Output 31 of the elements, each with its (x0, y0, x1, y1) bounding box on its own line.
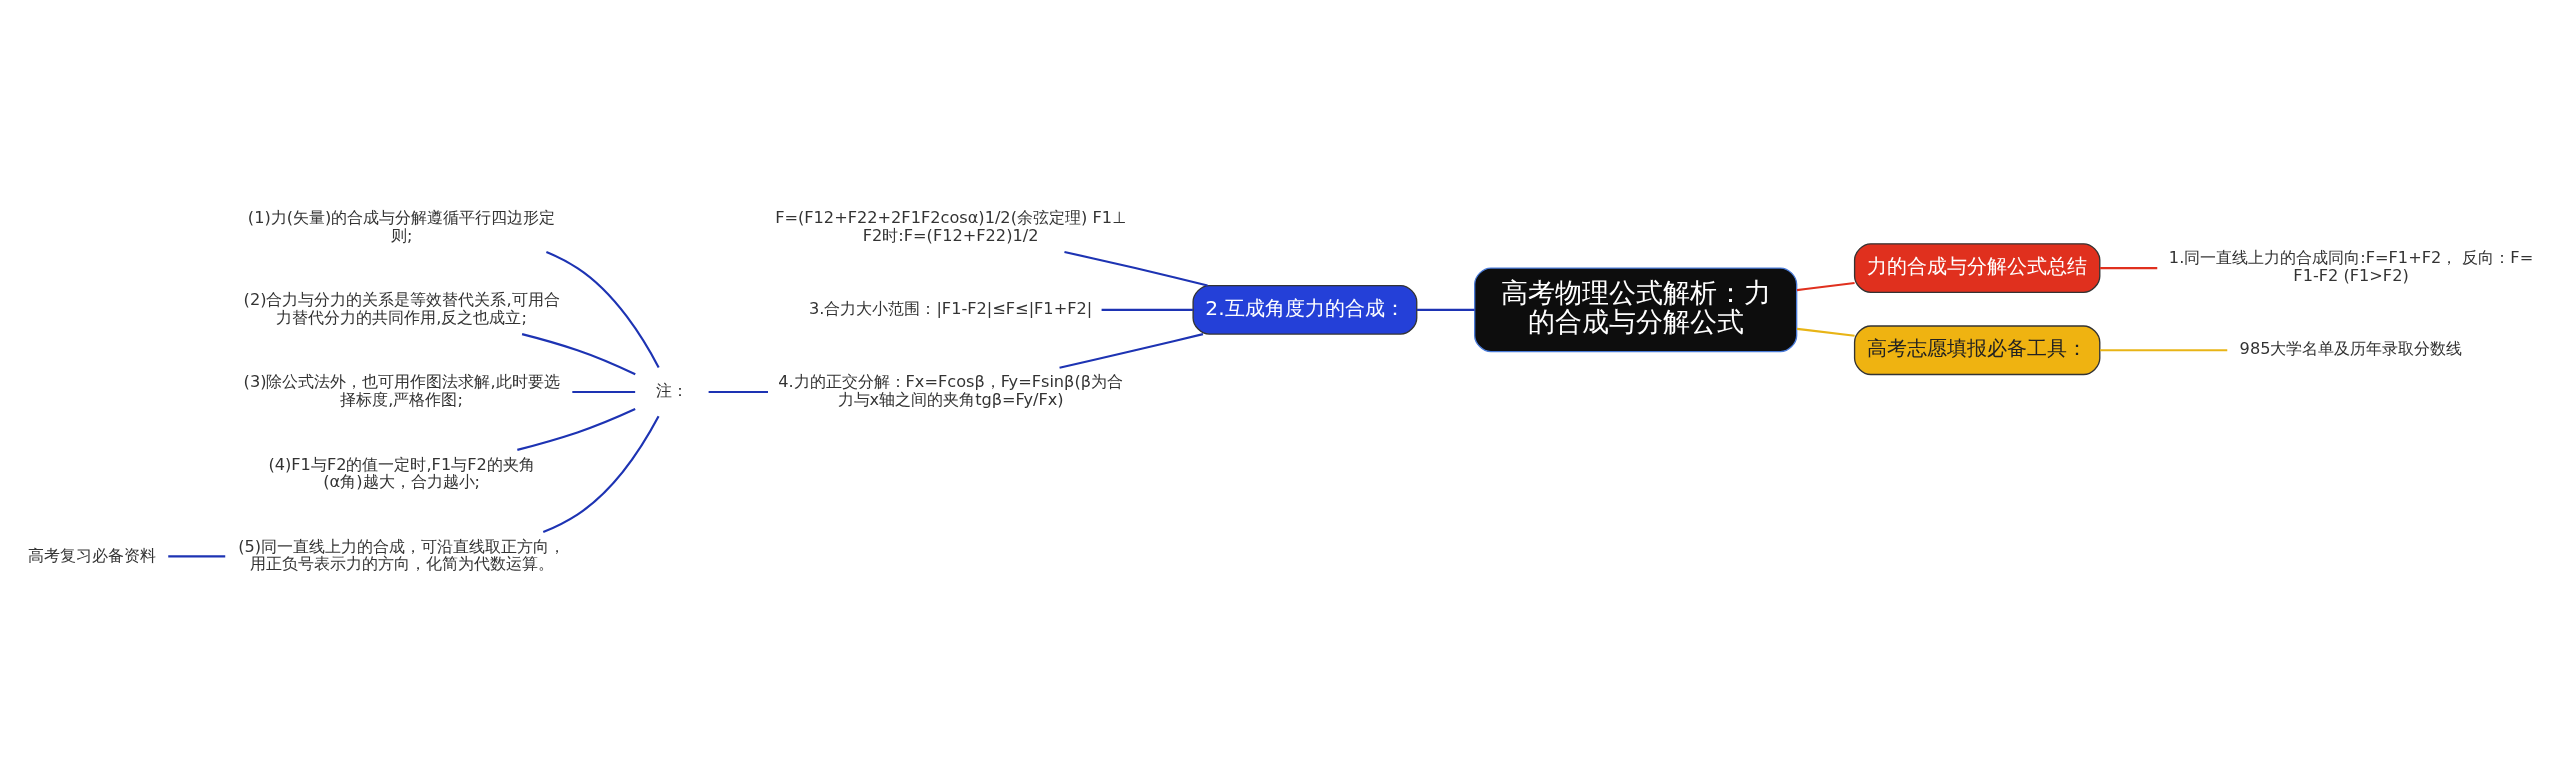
connector (2100, 348, 2228, 351)
node-text: 注： (655, 380, 688, 400)
node-text: 3.合力大小范围：|F1-F2|≤F≤|F1+F2| (808, 298, 1093, 318)
node-text: (2)合力与分力的关系是等效替代关系,可用合力替代分力的共同作用,反之也成立; (243, 289, 560, 327)
connector (1796, 327, 1855, 337)
connector (2100, 266, 2158, 269)
connector (708, 390, 768, 393)
node-text: F=(F12+F22+2F1F2cosα)1/2(余弦定理) F1⊥F2时:F=(F12+F22)1/2 (775, 207, 1127, 245)
node-text: 4.力的正交分解：Fx=Fcosβ，Fy=Fsinβ(β为合力与x轴之间的夹角tgβ=Fy/Fx) (778, 371, 1124, 409)
node-text: (3)除公式法外，也可用作图法求解,此时要选择标度,严格作图; (243, 371, 560, 409)
connector (1796, 281, 1855, 291)
node-text: (1)力(矢量)的合成与分解遵循平行四边形定则; (247, 207, 556, 245)
connector (517, 407, 636, 451)
node-text: (4)F1与F2的值一定时,F1与F2的夹角(α角)越大，合力越小; (268, 454, 535, 491)
connector (521, 332, 636, 375)
node-box: 2.互成角度力的合成： (1192, 284, 1418, 335)
connector (168, 554, 226, 557)
connector (1416, 308, 1475, 311)
node-text: 高考复习必备资料 (27, 545, 156, 565)
node-box: 力的合成与分解公式总结 (1853, 242, 2101, 293)
connector (572, 390, 636, 393)
connector (1101, 308, 1193, 311)
connector (542, 415, 660, 533)
node-box: 高考物理公式解析：力的合成与分解公式 (1474, 266, 1798, 352)
connector (1064, 250, 1208, 287)
node-text: (5)同一直线上力的合成，可沿直线取正方向，用正负号表示力的方向，化简为代数运算。 (238, 536, 566, 573)
node-text: 985大学名单及历年录取分数线 (2239, 338, 2463, 358)
node-box: 高考志愿填报必备工具： (1853, 324, 2101, 375)
node-text: 1.同一直线上力的合成同向:F=F1+F2， 反向：F=F1-F2 (F1>F2) (2168, 247, 2534, 285)
connector (545, 250, 660, 368)
connector (1059, 332, 1204, 369)
